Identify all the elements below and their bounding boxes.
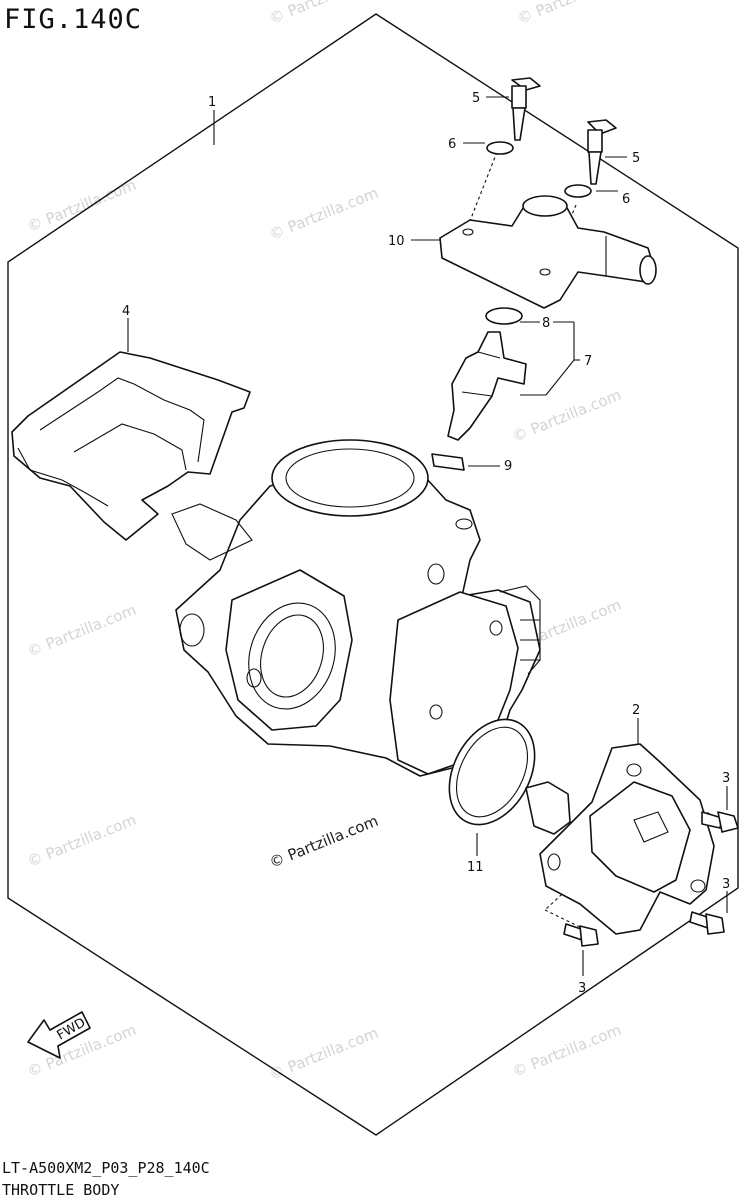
callout-5: 5	[632, 151, 640, 166]
callout-9: 9	[504, 459, 512, 474]
callout-4: 4	[122, 304, 130, 319]
throttle-position-sensor	[525, 743, 715, 935]
diagram-name: THROTTLE BODY	[2, 1181, 120, 1199]
watermark-text: © Partzilla.com	[25, 601, 139, 661]
screw-3-upper	[701, 811, 739, 833]
watermark-text: © Partzilla.com	[267, 1024, 381, 1084]
callout-1: 1	[208, 95, 216, 110]
watermark-text: © Partzilla.com	[267, 812, 381, 872]
callouts: 1 2 3 3 3 4 5 5 6 6 7 8 9 10 11	[122, 91, 730, 996]
watermark-text: © Partzilla.com	[510, 1021, 624, 1081]
callout-10: 10	[388, 234, 405, 249]
watermark-text: © Partzilla.com	[267, 0, 381, 28]
forward-direction-arrow: FWD	[27, 1011, 91, 1059]
callout-3: 3	[578, 981, 586, 996]
callout-3: 3	[722, 877, 730, 892]
callout-6: 6	[448, 137, 456, 152]
screw-3-lower	[563, 923, 599, 947]
fuel-delivery-pipe	[439, 195, 657, 309]
watermark-text: © Partzilla.com	[515, 0, 629, 28]
washer-6-upper	[486, 141, 514, 155]
screw-5-lower	[587, 119, 617, 185]
o-ring-8	[485, 307, 523, 325]
seal-9	[431, 453, 465, 471]
bracket-cover	[11, 351, 251, 541]
diagram-code: LT-A500XM2_P03_P28_140C	[2, 1159, 210, 1177]
callout-7: 7	[584, 354, 592, 369]
callout-3: 3	[722, 771, 730, 786]
figure-title: FIG.140C	[4, 4, 143, 35]
fuel-injector	[447, 331, 527, 441]
gasket-o-ring	[448, 718, 536, 826]
callout-11: 11	[467, 860, 484, 875]
watermark-text: © Partzilla.com	[25, 811, 139, 871]
assembly-outline	[7, 13, 739, 1136]
screw-5-upper	[511, 77, 541, 141]
callout-5: 5	[472, 91, 480, 106]
callout-2: 2	[632, 703, 640, 718]
screw-3-lower-right	[689, 911, 725, 935]
watermark-text: © Partzilla.com	[267, 184, 381, 244]
callout-8: 8	[542, 316, 550, 331]
callout-6: 6	[622, 192, 630, 207]
washer-6-lower	[564, 184, 592, 198]
